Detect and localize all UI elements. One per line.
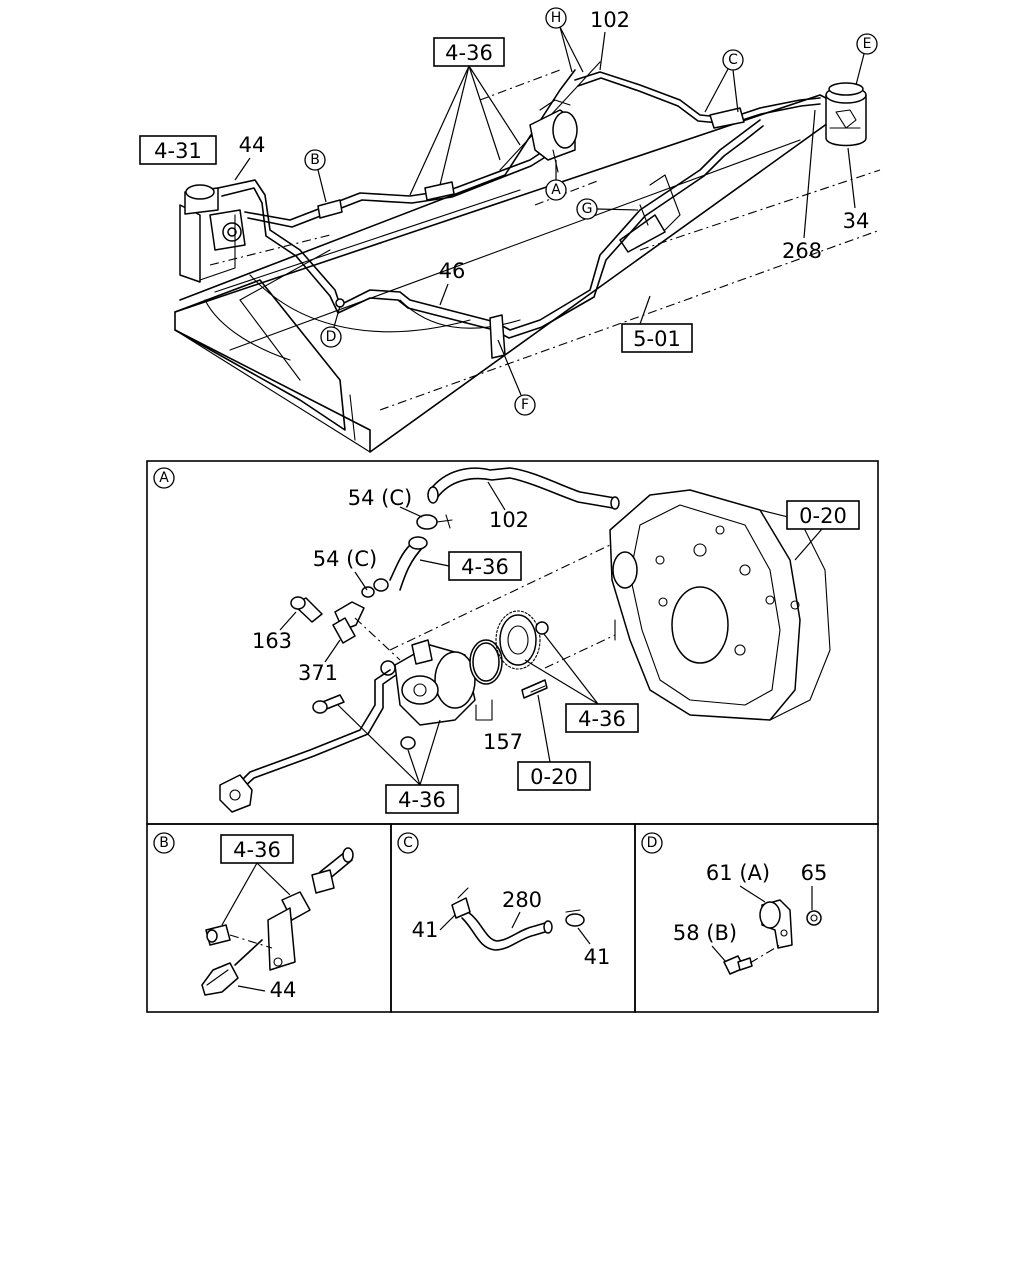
callout-34: 34 (843, 209, 870, 233)
marker-a: A (551, 182, 561, 198)
chassis-frame-overview (174, 61, 881, 453)
callout-0-20-lower: 0-20 (530, 765, 578, 789)
o-ring-157-and-gear (469, 610, 549, 699)
callout-54c-lower: 54 (C) (313, 547, 377, 571)
clutch-pipes-overview (217, 71, 821, 359)
detail-d-marker-circle (641, 832, 663, 854)
callout-4-36-bolts: 4-36 (398, 788, 446, 812)
callout-102-detail: 102 (489, 508, 529, 532)
callout-0-20-upper: 0-20 (799, 504, 847, 528)
mounting-bolts (312, 694, 416, 750)
callout-268: 268 (782, 239, 822, 263)
callout-5-01: 5-01 (633, 327, 681, 351)
callout-4-31: 4-31 (154, 139, 202, 163)
clutch-slave-cylinder-overview (529, 99, 578, 173)
callout-41-left: 41 (412, 918, 439, 942)
marker-e: E (863, 36, 872, 52)
hose-102 (427, 467, 620, 510)
callout-4-36-b: 4-36 (233, 838, 281, 862)
reservoir-tank (825, 82, 867, 147)
bolt-163-and-fitting-371 (290, 596, 365, 644)
marker-f: F (521, 397, 529, 413)
callout-44: 44 (239, 133, 266, 157)
detail-a-panel: A (146, 460, 879, 825)
detail-c-marker: C (403, 835, 413, 851)
marker-d-circle (320, 326, 342, 348)
callout-41-right: 41 (584, 945, 611, 969)
detail-c-marker-circle (397, 832, 419, 854)
marker-h-circle (545, 7, 567, 29)
detail-a-marker-circle (153, 467, 175, 489)
callout-58b: 58 (B) (673, 921, 737, 945)
marker-b-circle (304, 149, 326, 171)
callout-box-4-36 (433, 37, 505, 67)
detail-d-marker: D (647, 835, 658, 851)
callout-371: 371 (298, 661, 338, 685)
detail-b-marker: B (159, 835, 169, 851)
detail-b-panel: B 4-36 44 (146, 823, 392, 1013)
overview-markers: H C E B A G D F (304, 7, 878, 416)
clutch-master-cylinder (179, 184, 246, 283)
marker-c: C (728, 52, 738, 68)
callout-46: 46 (439, 259, 466, 283)
callout-157: 157 (483, 730, 523, 754)
callout-box-4-31 (139, 135, 217, 165)
detail-d-panel: D 61 (A) 65 58 (B) (634, 823, 879, 1013)
clamp-and-pipe (361, 514, 453, 598)
callout-61a: 61 (A) (706, 861, 770, 885)
pipe-to-fitting (219, 669, 397, 813)
detail-a-marker: A (159, 470, 169, 486)
marker-b: B (310, 152, 320, 168)
callout-box-0-20-upper (786, 500, 860, 530)
marker-f-circle (514, 394, 536, 416)
callout-box-4-36-bolts (385, 784, 459, 814)
marker-e-circle (856, 33, 878, 55)
callout-54c-upper: 54 (C) (348, 486, 412, 510)
marker-g: G (582, 201, 593, 217)
callout-4-36-hose: 4-36 (461, 555, 509, 579)
detail-b-marker-circle (153, 832, 175, 854)
flywheel-housing (609, 489, 831, 721)
callout-280: 280 (502, 888, 542, 912)
callout-box-4-36-gear (565, 703, 639, 733)
callout-65: 65 (801, 861, 828, 885)
callout-box-5-01 (621, 323, 693, 353)
slave-cylinder-detail (380, 639, 476, 726)
callout-44-b: 44 (270, 978, 297, 1002)
callout-163: 163 (252, 629, 292, 653)
callout-4-36: 4-36 (445, 41, 493, 65)
detail-c-panel: C 280 41 41 (390, 823, 636, 1013)
overview-callouts: 4-36 4-31 44 102 46 5-01 34 268 (139, 8, 870, 353)
callout-box-0-20-lower (517, 761, 591, 791)
callout-4-36-gear: 4-36 (578, 707, 626, 731)
callout-102: 102 (590, 8, 630, 32)
marker-d: D (326, 329, 337, 345)
callout-box-4-36-hose (448, 551, 522, 581)
callout-box-4-36-b (220, 834, 294, 864)
marker-h: H (551, 10, 562, 26)
